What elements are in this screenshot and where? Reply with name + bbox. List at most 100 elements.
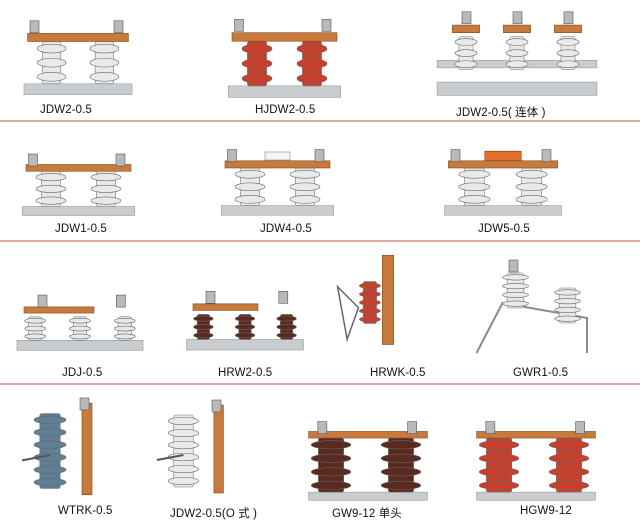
product-label: GWR1-0.5 <box>513 367 569 379</box>
insulator-shed <box>168 428 199 438</box>
terminal-clamp <box>205 290 216 304</box>
product-label: HRW2-0.5 <box>218 367 273 379</box>
copper-blade <box>476 431 596 439</box>
insulator-shed <box>296 43 328 54</box>
insulator-shed <box>89 57 120 68</box>
copper-blade <box>192 303 259 311</box>
copper-blade <box>25 164 132 172</box>
insulator-shed <box>24 317 47 324</box>
product-label: HRWK-0.5 <box>370 367 426 379</box>
product-photo-jdw2 <box>18 10 138 100</box>
copper-blade <box>452 24 480 34</box>
terminal-clamp <box>278 290 289 304</box>
insulator-shed <box>380 440 422 450</box>
mounting-base <box>436 81 598 96</box>
insulator-shed <box>234 324 256 330</box>
insulator-shed <box>454 38 478 46</box>
product-photo-jdw4 <box>215 140 340 220</box>
insulator-shed <box>554 298 581 305</box>
insulator-shed <box>24 333 47 340</box>
insulator-shed <box>556 38 580 46</box>
terminal-clamp <box>28 153 38 167</box>
insulator-shed <box>515 195 548 204</box>
insulator-shed <box>234 332 256 339</box>
insulator-shed <box>35 184 67 193</box>
mounting-base <box>16 340 144 351</box>
copper-blade <box>224 160 331 169</box>
terminal-clamp <box>211 399 222 413</box>
terminal-clamp <box>407 421 417 434</box>
insulator-shed <box>458 195 491 204</box>
terminal-clamp <box>79 397 90 411</box>
insulator-shed <box>168 440 199 450</box>
insulator-shed <box>478 453 520 463</box>
mounting-bracket <box>475 301 588 354</box>
copper-blade <box>23 306 95 314</box>
terminal-clamp <box>485 421 496 434</box>
insulator-shed <box>193 324 214 330</box>
insulator-shed <box>505 38 529 46</box>
insulator-shed <box>241 58 273 69</box>
copper-blade <box>231 32 338 42</box>
product-photo-jdj <box>10 292 150 354</box>
mounting-base <box>21 206 136 216</box>
copper-blade <box>27 33 129 42</box>
insulator-shed <box>548 480 590 490</box>
insulator-shed <box>296 58 328 69</box>
fuse-tube <box>264 151 291 161</box>
mounting-base <box>186 339 304 351</box>
insulator-shed <box>296 73 328 84</box>
insulator-body <box>506 272 525 309</box>
insulator-shed <box>234 195 266 204</box>
product-photo-gw9-12 <box>302 420 434 502</box>
product-label: JDW2-0.5(O 式 ) <box>170 508 258 520</box>
insulator-shed <box>114 325 136 332</box>
insulator-shed <box>359 299 381 306</box>
insulator-shed <box>478 480 520 490</box>
terminal-clamp <box>541 149 552 162</box>
insulator-shed <box>69 333 91 340</box>
insulator-shed <box>241 43 273 54</box>
copper-blade <box>381 254 394 345</box>
insulator-shed <box>276 324 297 330</box>
insulator-shed <box>289 195 321 204</box>
insulator-shed <box>276 332 297 339</box>
row-divider <box>0 240 640 242</box>
product-label: JDW1-0.5 <box>55 223 107 235</box>
insulator-shed <box>556 49 580 57</box>
insulator-shed <box>310 480 352 490</box>
insulator-shed <box>276 315 297 322</box>
insulator-shed <box>35 196 67 205</box>
terminal-clamp <box>115 153 126 167</box>
insulator-shed <box>90 173 122 182</box>
insulator-shed <box>380 467 422 477</box>
insulator-shed <box>502 291 529 298</box>
insulator-shed <box>36 72 67 82</box>
insulator-shed <box>548 440 590 450</box>
insulator-shed <box>69 317 91 324</box>
insulator-shed <box>289 182 321 192</box>
copper-blade <box>554 24 582 34</box>
terminal-clamp <box>512 11 523 25</box>
row-divider <box>0 383 640 385</box>
insulator-shed <box>505 60 529 68</box>
insulator-shed <box>289 170 321 179</box>
insulator-shed <box>234 170 266 179</box>
insulator-shed <box>193 315 214 322</box>
terminal-clamp <box>113 20 124 34</box>
insulator-shed <box>359 291 381 298</box>
insulator-shed <box>33 440 67 449</box>
insulator-shed <box>310 467 352 477</box>
insulator-body <box>173 414 194 488</box>
product-photo-jdw5 <box>438 140 568 220</box>
product-label: JDW2-0.5 <box>40 104 92 116</box>
copper-blade <box>503 24 531 34</box>
insulator-shed <box>554 289 581 296</box>
insulator-shed <box>502 274 529 281</box>
insulator-shed <box>454 49 478 57</box>
insulator-shed <box>234 315 256 322</box>
insulator-shed <box>90 184 122 193</box>
insulator-shed <box>33 465 67 474</box>
terminal-clamp <box>563 11 574 25</box>
